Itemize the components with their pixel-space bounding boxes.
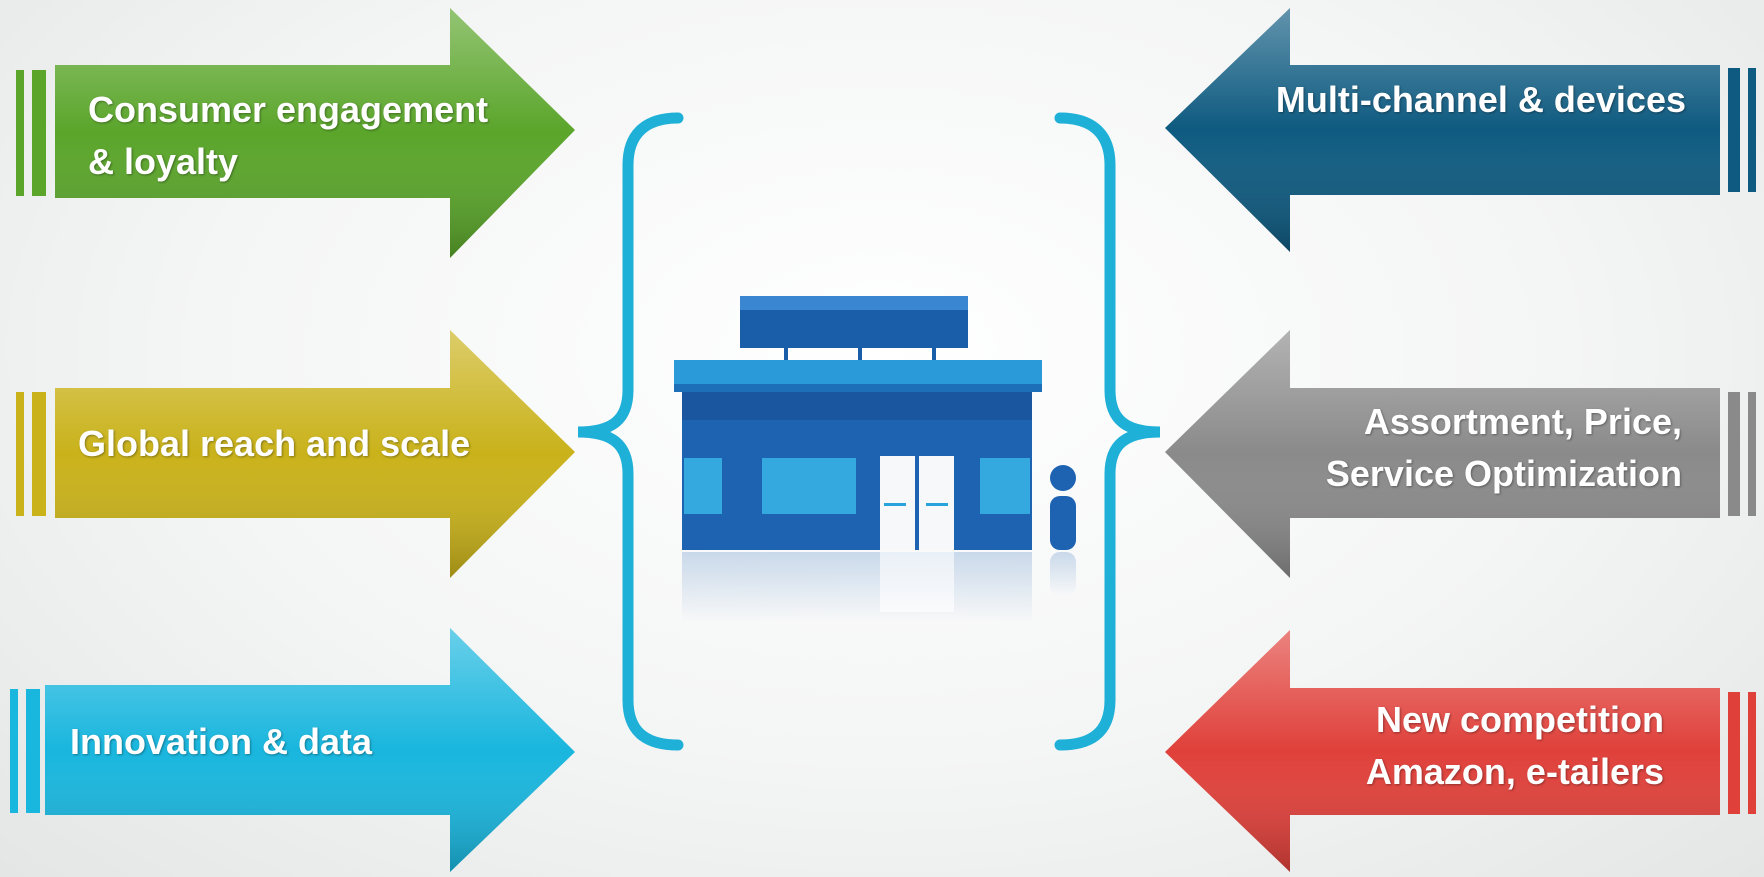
right-curly-bracket [1054, 112, 1161, 751]
label-multi-channel: Multi-channel & devices [1276, 74, 1686, 126]
label-consumer-engagement: Consumer engagement & loyalty [88, 84, 488, 188]
store-icon [674, 296, 1076, 622]
label-line: Assortment, Price, [1363, 401, 1682, 442]
label-line: Service Optimization [1325, 453, 1682, 494]
right-arrow-multi-channel [1165, 8, 1756, 252]
label-line: Innovation & data [70, 721, 373, 762]
label-assortment: Assortment, Price, Service Optimization [1326, 396, 1682, 500]
label-line: Consumer engagement [88, 89, 489, 130]
label-innovation: Innovation & data [70, 716, 372, 768]
left-arrow-global-reach [16, 330, 575, 578]
label-global-reach: Global reach and scale [78, 418, 470, 470]
label-line: & loyalty [88, 141, 239, 182]
label-new-competition: New competition Amazon, e-tailers [1366, 694, 1664, 798]
label-line: New competition [1375, 699, 1664, 740]
label-line: Amazon, e-tailers [1365, 751, 1664, 792]
left-curly-bracket [577, 112, 684, 751]
left-arrow-innovation [10, 628, 575, 872]
label-line: Global reach and scale [78, 423, 471, 464]
left-arrow-consumer-engagement [16, 8, 575, 258]
right-arrow-new-competition [1165, 630, 1756, 872]
right-arrow-assortment [1165, 330, 1756, 578]
label-line: Multi-channel & devices [1275, 79, 1686, 120]
